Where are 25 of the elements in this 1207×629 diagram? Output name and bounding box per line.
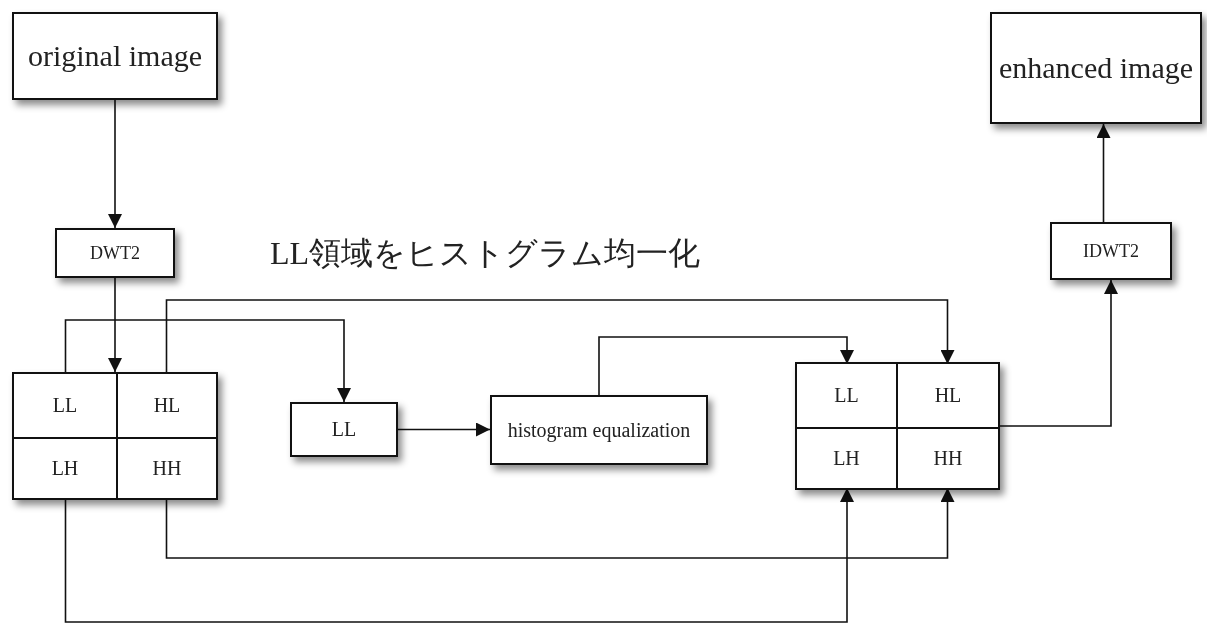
- subband-cell: HH: [117, 438, 216, 498]
- subband-cell: LH: [14, 438, 117, 498]
- subband-cell: HH: [897, 428, 998, 488]
- subband-cell: HL: [897, 364, 998, 428]
- caption-text: LL領域をヒストグラム均一化: [270, 234, 701, 273]
- arrow: [999, 279, 1118, 427]
- subband-cell: LL: [14, 374, 117, 438]
- arrow: [397, 422, 491, 437]
- subband-cell: LL: [797, 364, 897, 428]
- process-box: enhanced image: [990, 12, 1202, 124]
- arrow: [108, 277, 122, 373]
- process-box: LL: [290, 402, 398, 457]
- arrow: [165, 299, 955, 375]
- subband-grid: [795, 362, 1000, 490]
- process-box: original image: [12, 12, 218, 100]
- arrow: [64, 319, 351, 403]
- arrow: [108, 99, 122, 229]
- subband-cell: LH: [797, 428, 897, 488]
- process-box: DWT2: [55, 228, 175, 278]
- process-box: IDWT2: [1050, 222, 1172, 280]
- process-box: histogram equalization: [490, 395, 708, 465]
- arrow: [1096, 123, 1111, 223]
- arrow: [598, 336, 854, 396]
- subband-grid: [12, 372, 218, 500]
- subband-cell: HL: [117, 374, 216, 438]
